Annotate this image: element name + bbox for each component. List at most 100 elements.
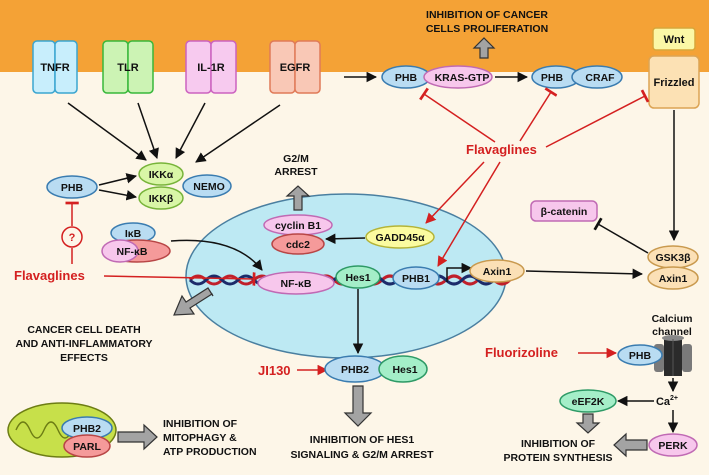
phb2-hes1-complex: PHB2 Hes1 [324, 355, 428, 383]
death-line1: CANCER CELL DEATH [27, 324, 140, 336]
mito-phb2-label: PHB2 [73, 423, 101, 435]
gsk3b-label: GSK3β [655, 252, 691, 264]
phb2-hes1-label: Hes1 [392, 364, 417, 376]
mitophagy-line1: INHIBITION OF [163, 418, 238, 430]
fluorizoline-phb-label: PHB [629, 350, 652, 362]
mitochondrion: PHB2 PARL [7, 402, 117, 458]
perk-block-arrow [613, 432, 648, 458]
arrest-line2: ARREST [274, 166, 318, 178]
arrow-tlr-to-ikk [137, 102, 159, 159]
nuclear-hes1: Hes1 [335, 265, 381, 289]
perk: PERK [648, 433, 698, 457]
nemo-label: NEMO [193, 181, 225, 193]
ikb-nfkb-complex: IκB NF-κB [101, 222, 171, 263]
death-line2: AND ANTI-INFLAMMATORY [15, 338, 152, 350]
frizzled-label: Frizzled [654, 77, 695, 89]
arrow-phb-to-ikkb [98, 189, 138, 201]
hes1-outcome-line2: SIGNALING & G2/M ARREST [290, 449, 434, 461]
calcium-channel-line1: Calcium [652, 313, 693, 325]
ikk-alpha-label: IKKα [149, 169, 174, 181]
flavaglines-top-label: Flavaglines [466, 142, 537, 157]
egfr-label: EGFR [280, 62, 311, 74]
hes1-outcome-line1: INHIBITION OF HES1 [310, 434, 415, 446]
axin1-label: Axin1 [483, 266, 512, 278]
phb-kras-complex: PHB KRAS-GTP [381, 65, 493, 89]
mitophagy-block-arrow [117, 423, 158, 451]
eef2k-label: eEF2K [572, 396, 605, 408]
il1r-receptor: IL-1R [185, 40, 237, 94]
tnfr-label: TNFR [40, 62, 69, 74]
protein-outcome-line2: PROTEIN SYNTHESIS [503, 452, 612, 464]
phb-craf-complex: PHB CRAF [531, 65, 623, 89]
death-block-arrow [173, 287, 214, 316]
wnt-label: Wnt [664, 34, 685, 46]
gadd45a-label: GADD45α [375, 232, 425, 244]
ikk-beta-label: IKKβ [149, 193, 174, 205]
arrow-flavaglines-to-gadd45a [425, 161, 485, 224]
inhibition-flavaglines-frizzled [545, 89, 650, 148]
perk-label: PERK [658, 440, 688, 452]
eef2k: eEF2K [559, 389, 617, 413]
axin1: Axin1 [469, 259, 525, 283]
inhibition-flavaglines-nfkb [103, 272, 256, 286]
mito-parl-label: PARL [73, 441, 101, 453]
tnfr-receptor: TNFR [32, 40, 78, 94]
nuclear-nfkb: NF-κB [257, 271, 335, 295]
hes1-block-arrow [343, 385, 373, 427]
beta-catenin-label: β-catenin [541, 206, 588, 218]
arrow-il1r-to-ikk [175, 102, 206, 159]
proliferation-line2: CELLS PROLIFERATION [426, 23, 548, 35]
nfkb-label: NF-κB [117, 246, 148, 258]
arrest-line1: G2/M [283, 153, 309, 165]
mitophagy-line3: ATP PRODUCTION [163, 446, 257, 458]
arrow-phb1-to-axin1 [446, 262, 473, 282]
craf-phb-label: PHB [541, 72, 564, 84]
gsk3b-axin1-label: Axin1 [659, 273, 688, 285]
phb2-label: PHB2 [341, 364, 369, 376]
cdc2-label: cdc2 [286, 239, 310, 251]
ikk-complex: PHB IKKα IKKβ NEMO [46, 162, 232, 210]
inhibition-flavaglines-craf [519, 87, 558, 142]
fluorizoline-label: Fluorizoline [485, 345, 558, 360]
tlr-label: TLR [117, 62, 138, 74]
wnt-ligand: Wnt [652, 27, 696, 51]
calcium-symbol: Ca [656, 396, 671, 408]
nuclear-phb1: PHB1 [392, 266, 440, 290]
nuclear-hes1-label: Hes1 [345, 272, 370, 284]
arrow-egfr-to-ikk [195, 104, 281, 163]
tlr-receptor: TLR [102, 40, 154, 94]
unknown-mechanism-label: ? [69, 232, 76, 244]
protein-outcome-line1: INHIBITION OF [521, 438, 596, 450]
eef2k-block-arrow [575, 413, 601, 434]
inhibition-flavaglines-kras [419, 87, 496, 143]
unknown-mechanism-circle [61, 226, 83, 248]
cyclin-b1-label: cyclin B1 [275, 220, 321, 232]
arrow-flavaglines-to-phb1 [437, 161, 501, 267]
ji130-label: JI130 [258, 363, 291, 378]
kras-phb-label: PHB [395, 72, 418, 84]
gsk3b-axin1-complex: GSK3β Axin1 [647, 245, 699, 290]
cyclin-cdc2-complex: cyclin B1 cdc2 [263, 214, 333, 255]
egfr-receptor: EGFR [269, 40, 321, 94]
inhibition-gsk3b-betacatenin [593, 217, 649, 254]
il1r-label: IL-1R [197, 62, 225, 74]
arrow-nfkb-translocation [170, 239, 263, 271]
arrow-tnfr-to-ikk [67, 102, 147, 161]
fluorizoline-phb: PHB [617, 344, 663, 366]
nuclear-nfkb-label: NF-κB [281, 278, 312, 290]
calcium-channel-line2: channel [652, 326, 692, 338]
nuclear-phb1-label: PHB1 [402, 273, 430, 285]
arrow-axin1-to-complex [525, 268, 644, 280]
frizzled-receptor: Frizzled [648, 55, 700, 109]
arrow-phb-to-ikka [98, 173, 138, 186]
death-line3: EFFECTS [60, 352, 108, 364]
arrow-gadd45a-to-cdc2 [324, 233, 366, 245]
flavaglines-left-label: Flavaglines [14, 268, 85, 283]
proliferation-line1: INHIBITION OF CANCER [426, 9, 548, 21]
craf-label: CRAF [585, 72, 615, 84]
calcium-label: Ca2+ [656, 395, 678, 408]
gadd45a: GADD45α [365, 225, 435, 249]
calcium-charge: 2+ [670, 395, 678, 402]
ikb-label: IκB [125, 228, 142, 240]
